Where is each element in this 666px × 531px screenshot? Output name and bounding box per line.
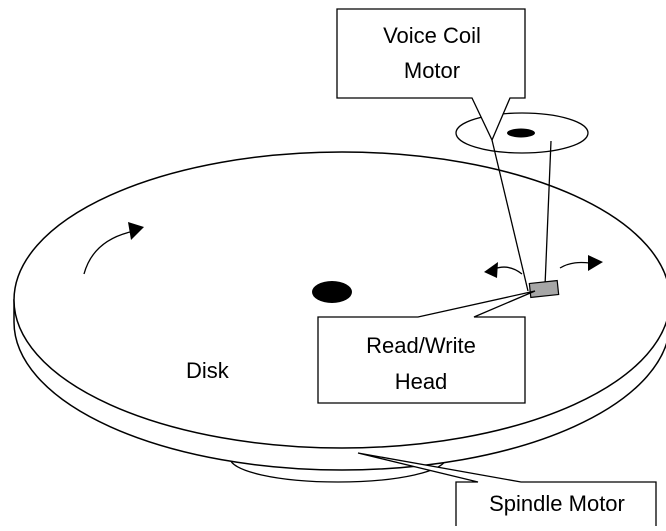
read-write-head [528,279,560,299]
actuator-arm-right [544,140,552,287]
read-write-label-line1: Read/Write [366,333,476,358]
right-arrow-curve [559,261,591,269]
read-write-callout [317,290,536,404]
curved-arrow-icon [83,231,131,275]
voice-coil-callout [336,8,526,142]
disk-label: Disk [186,358,230,383]
right-arrow-head [588,255,603,271]
voice-coil-label-line1: Voice Coil [383,23,481,48]
left-arrow-head [484,262,498,278]
actuator-arm-left [491,139,529,292]
voice-coil-pivot [507,128,535,138]
spindle-motor-label: Spindle Motor [489,491,625,516]
read-write-label-line2: Head [395,369,448,394]
curved-arrow-head [128,222,144,240]
voice-coil-label-line2: Motor [404,58,460,83]
disk-hub [312,281,352,303]
